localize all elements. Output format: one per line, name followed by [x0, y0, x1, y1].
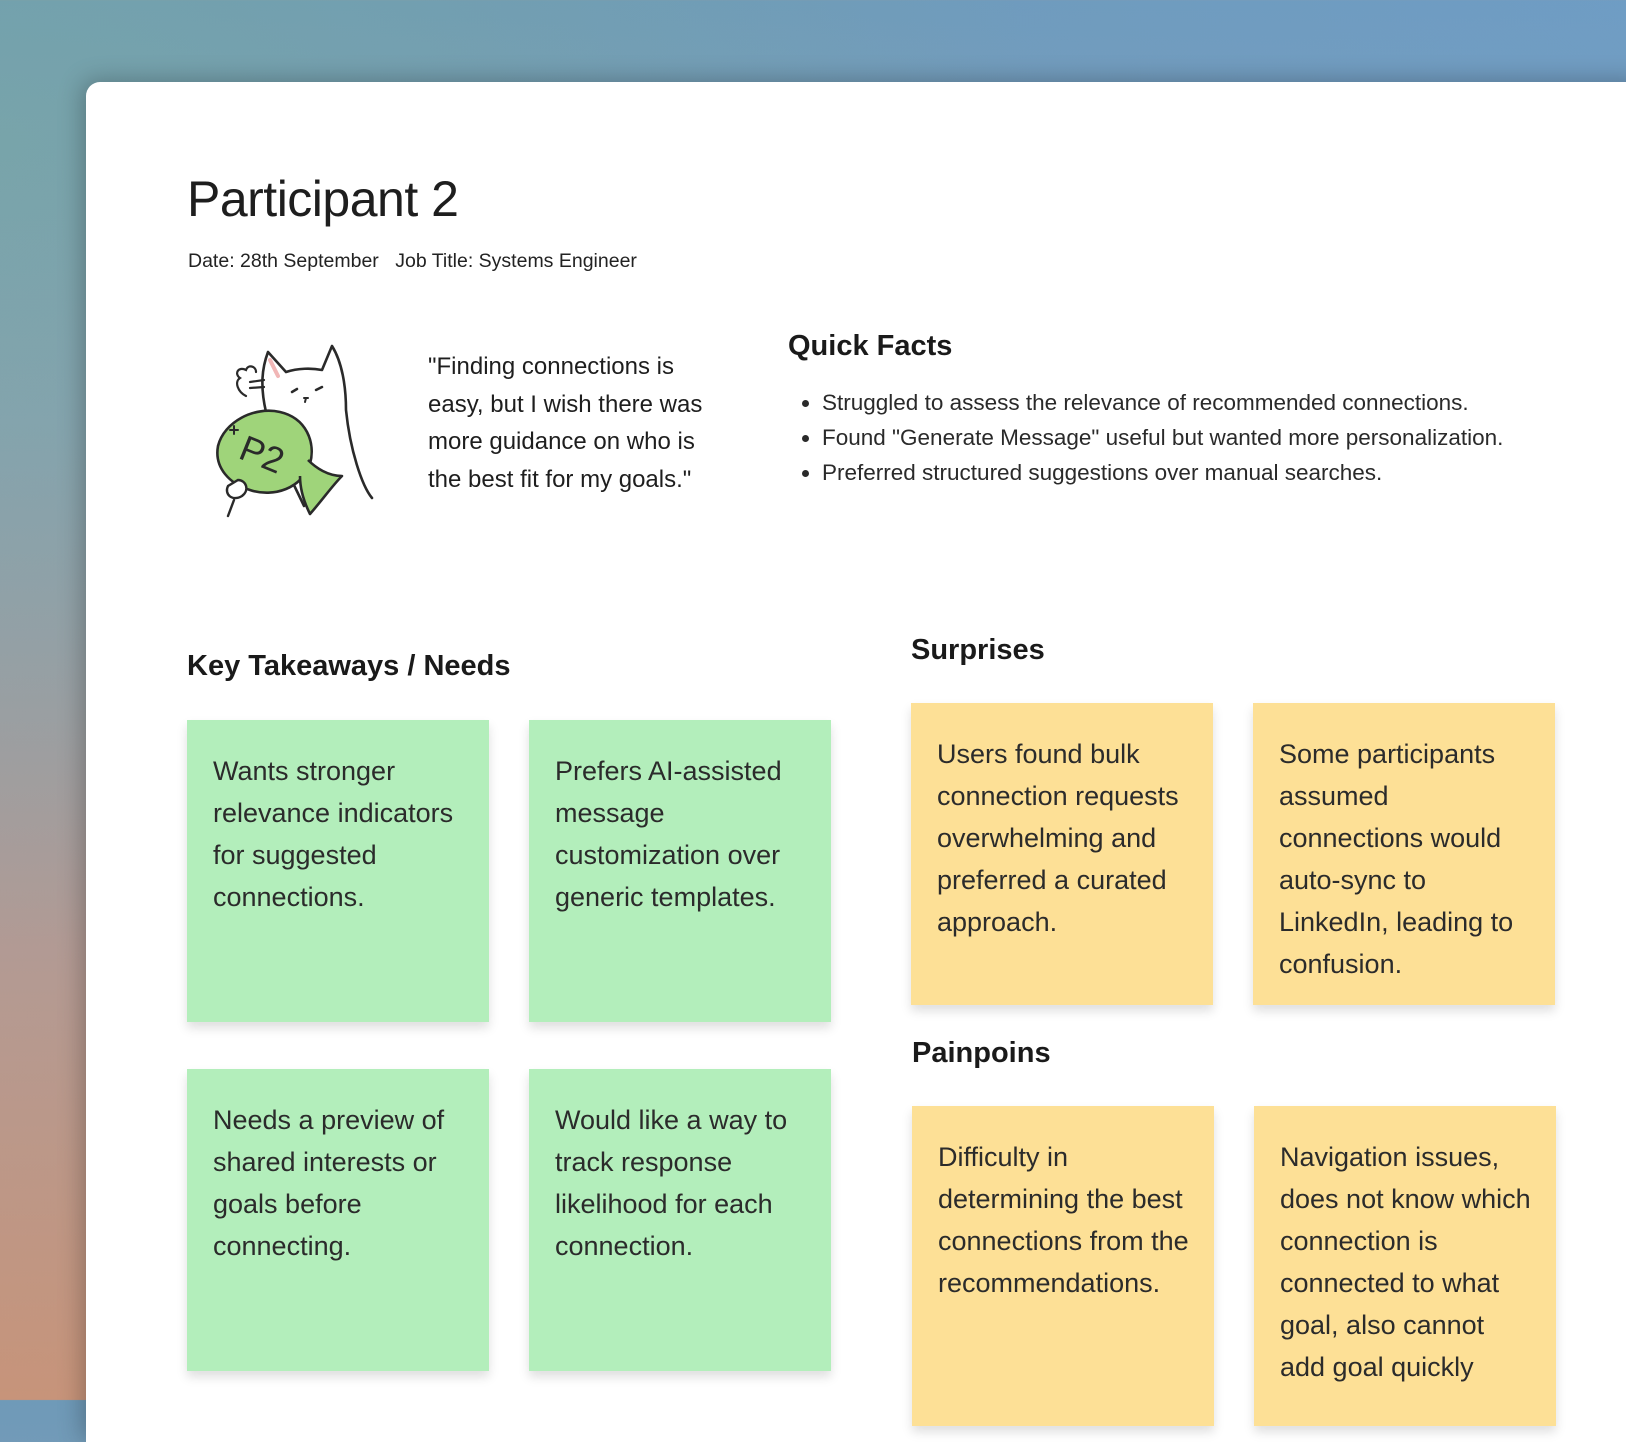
quick-fact-item: Struggled to assess the relevance of rec…	[822, 385, 1626, 420]
quick-fact-item: Found "Generate Message" useful but want…	[822, 420, 1626, 455]
page-title: Participant 2	[187, 171, 459, 227]
takeaway-sticky-note[interactable]: Would like a way to track response likel…	[529, 1069, 831, 1371]
key-takeaways-heading: Key Takeaways / Needs	[187, 650, 511, 682]
participant-meta: Date: 28th September Job Title: Systems …	[188, 250, 637, 273]
cat-holding-fish-p2-icon: P2	[216, 344, 374, 518]
participant-quote: "Finding connections is easy, but I wish…	[428, 353, 703, 493]
surprises-heading: Surprises	[911, 634, 1045, 666]
surprise-sticky-note[interactable]: Some participants assumed connections wo…	[1253, 703, 1555, 1005]
painpoints-heading: Painpoins	[912, 1037, 1051, 1069]
quick-facts-list: Struggled to assess the relevance of rec…	[796, 385, 1626, 490]
quick-fact-item: Preferred structured suggestions over ma…	[822, 455, 1626, 490]
takeaway-sticky-note[interactable]: Wants stronger relevance indicators for …	[187, 720, 489, 1022]
date-label: Date: 28th September	[188, 250, 379, 272]
painpoint-sticky-note[interactable]: Navigation issues, does not know which c…	[1254, 1106, 1556, 1426]
surprise-sticky-note[interactable]: Users found bulk connection requests ove…	[911, 703, 1213, 1005]
quick-facts-heading: Quick Facts	[788, 330, 953, 362]
takeaway-sticky-note[interactable]: Prefers AI-assisted message customizatio…	[529, 720, 831, 1022]
painpoint-sticky-note[interactable]: Difficulty in determining the best conne…	[912, 1106, 1214, 1426]
takeaway-sticky-note[interactable]: Needs a preview of shared interests or g…	[187, 1069, 489, 1371]
job-title-label: Job Title: Systems Engineer	[395, 250, 637, 272]
